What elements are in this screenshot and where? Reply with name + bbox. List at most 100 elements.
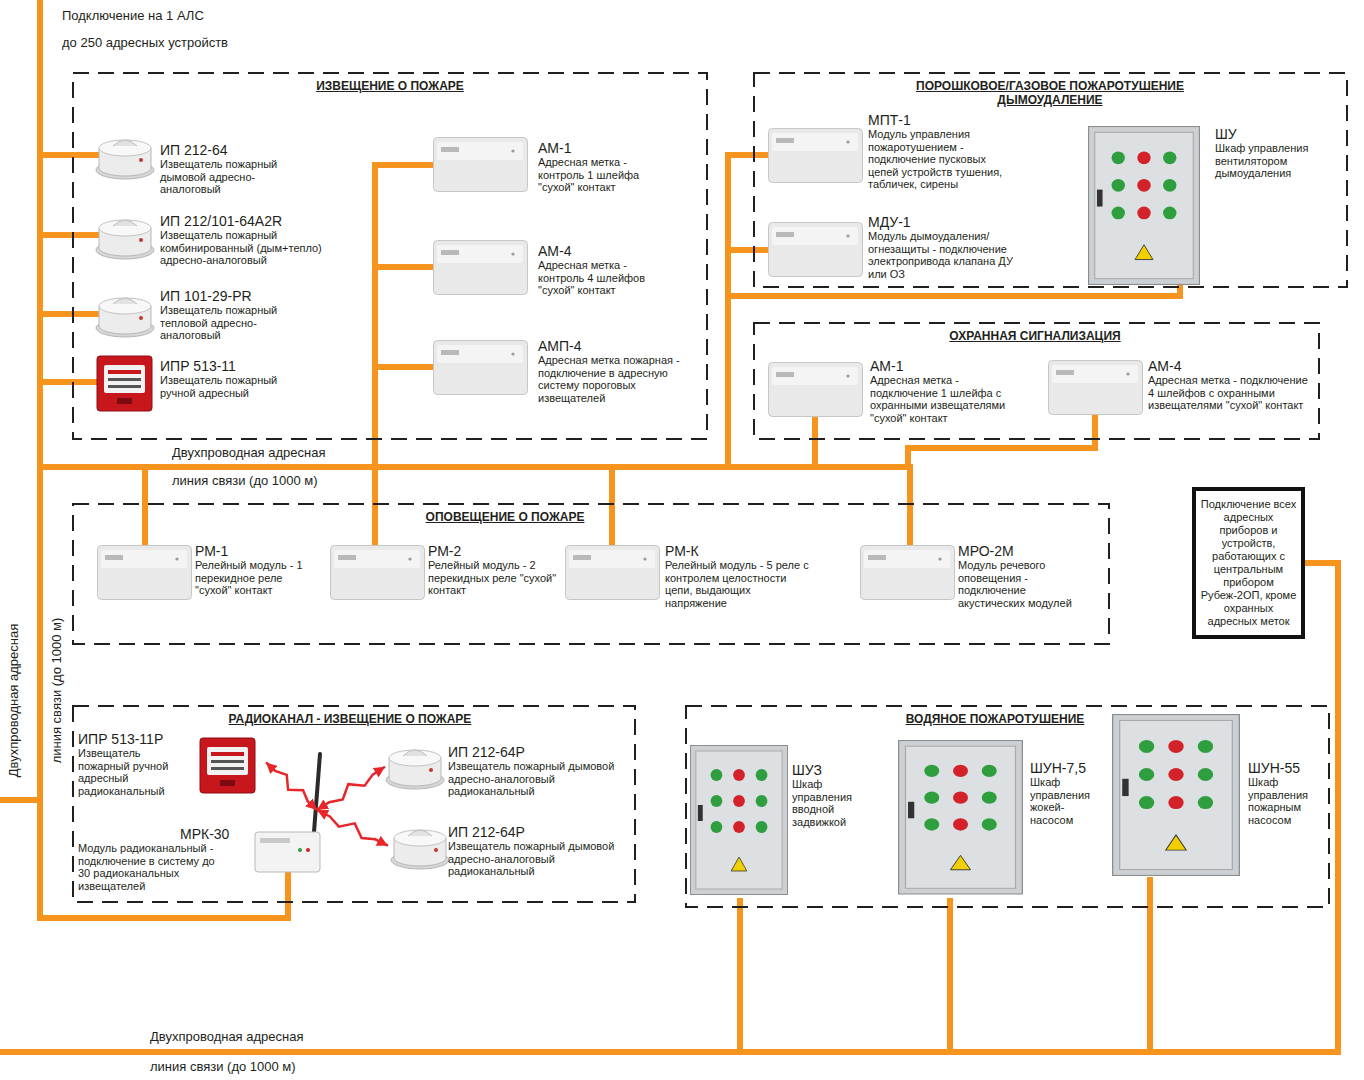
radio-link: [266, 762, 317, 810]
device-name: РМ-1: [195, 543, 228, 559]
line-label: Подключение на 1 АЛС: [62, 8, 204, 23]
radio-module-picture: [306, 848, 310, 852]
address-bus: [375, 264, 433, 270]
device-text-holder: МДУ-1Модуль дымоудаления/ огнезащиты - п…: [868, 214, 1028, 280]
label-holder: Двухпроводная адресная: [172, 445, 326, 460]
device-item: АМ-1Адресная метка - подключение 1 шлейф…: [768, 356, 1043, 434]
module-picture: [1049, 361, 1143, 415]
device-description: Извещатель пожарный дымовой адресно-анал…: [448, 840, 628, 878]
group-title: ОПОВЕЩЕНИЕ О ПОЖАРЕ: [360, 510, 650, 524]
device-description: Извещатель пожарный дымовой адресно-анал…: [448, 760, 628, 798]
address-bus: [40, 464, 910, 470]
line-label: до 250 адресных устройств: [62, 35, 228, 50]
line-label: Двухпроводная адресная: [150, 1029, 304, 1044]
device-text-holder: АМП-4Адресная метка пожарная - подключен…: [538, 338, 693, 404]
device-description: Шкаф управления пожарным насосом: [1248, 776, 1326, 826]
device-name: АМ-4: [1148, 358, 1181, 374]
device-text-holder: ИП 212/101-64A2RИзвещатель пожарный комб…: [160, 213, 335, 267]
system-group-box: ПОРОШКОВОЕ/ГАЗОВОЕ ПОЖАРОТУШЕНИЕ ДЫМОУДА…: [753, 72, 1348, 288]
device-item: РМ-КРелейный модуль - 5 реле с контролем…: [565, 541, 823, 613]
address-bus: [142, 467, 148, 545]
dashed-group-border: [685, 705, 1330, 908]
module-picture: [331, 546, 425, 600]
device-text-holder: ШУН-7,5Шкаф управления жокей-насосом: [1030, 760, 1102, 826]
device-text-holder: ШУШкаф управления вентилятором дымоудале…: [1215, 126, 1315, 180]
module-picture: [434, 341, 528, 395]
device-text-holder: ИП 212-64Извещатель пожарный дымовой адр…: [160, 142, 295, 196]
address-bus: [0, 797, 40, 803]
cabinet-picture: [690, 127, 1239, 895]
line-label: Двухпроводная адресная: [6, 623, 21, 777]
device-description: Извещатель пожарный ручной адресный: [160, 374, 295, 399]
cabinet-picture: [1089, 127, 1200, 285]
group-title-holder: ИЗВЕЩЕНИЕ О ПОЖАРЕ: [270, 79, 510, 93]
device-description: Модуль речевого оповещения - подключение…: [958, 559, 1088, 609]
group-title: ИЗВЕЩЕНИЕ О ПОЖАРЕ: [270, 79, 510, 93]
device-item: ИП 212-64РИзвещатель пожарный дымовой ад…: [385, 738, 633, 802]
module-picture: [566, 546, 660, 600]
device-item: ШУЗШкаф управления вводной задвижкой: [688, 743, 888, 898]
device-text-holder: АМ-4Адресная метка - контроль 4 шлейфов …: [538, 243, 663, 297]
device-text-holder: РМ-КРелейный модуль - 5 реле с контролем…: [665, 543, 815, 609]
address-bus: [40, 232, 99, 238]
device-item: РМ-1Релейный модуль - 1 перекидное реле …: [97, 541, 325, 609]
note-text: Подключение всех адресных приборов и уст…: [1199, 498, 1298, 628]
device-item: ИПР 513-11Извещатель пожарный ручной адр…: [95, 352, 305, 414]
group-title: ОХРАННАЯ СИГНАЛИЗАЦИЯ: [880, 329, 1190, 343]
address-bus: [40, 152, 99, 158]
line-label: линия связи (до 1000 м): [49, 617, 64, 763]
module-picture: [769, 129, 863, 183]
device-name: АМ-4: [538, 243, 571, 259]
device-description: Извещатель пожарный ручной адресный ради…: [78, 747, 183, 797]
device-text-holder: АМ-1Адресная метка - подключение 1 шлейф…: [870, 358, 1015, 424]
device-description: Извещатель пожарный тепловой адресно-ана…: [160, 304, 295, 342]
radio-module-picture: [255, 832, 320, 872]
dashed-group-border: [754, 323, 1319, 439]
device-item: АМ-4Адресная метка - подключение 4 шлейф…: [1046, 356, 1319, 434]
device-name: ИПР 513-11Р: [78, 731, 163, 747]
address-bus: [375, 364, 433, 370]
address-bus: [40, 311, 99, 317]
module-picture: [861, 546, 955, 600]
device-item: ИП 212-64РИзвещатель пожарный дымовой ад…: [388, 816, 633, 882]
device-description: Релейный модуль - 1 перекидное реле "сух…: [195, 559, 320, 597]
device-text-holder: ИП 212-64РИзвещатель пожарный дымовой ад…: [448, 824, 628, 878]
device-name: МДУ-1: [868, 214, 911, 230]
device-item: МРО-2ММодуль речевого оповещения - подкл…: [860, 541, 1105, 613]
device-text-holder: ШУЗШкаф управления вводной задвижкой: [792, 762, 872, 828]
line-label: линия связи (до 1000 м): [172, 473, 318, 488]
device-description: Модуль управления пожаротушением - подкл…: [868, 128, 1016, 191]
radio-module-picture: [298, 848, 302, 852]
device-description: Шкаф управления вентилятором дымоудалени…: [1215, 142, 1315, 180]
device-description: Адресная метка - подключение 1 шлейфа с …: [870, 374, 1015, 424]
device-description: Адресная метка - контроль 1 шлейфа "сухо…: [538, 156, 658, 194]
device-description: Адресная метка - контроль 4 шлейфов "сух…: [538, 259, 663, 297]
group-title-holder: ОПОВЕЩЕНИЕ О ПОЖАРЕ: [360, 510, 650, 524]
module-picture: [769, 363, 863, 417]
device-text-holder: ИПР 513-11РИзвещатель пожарный ручной ад…: [78, 731, 183, 797]
device-name: ШУН-55: [1248, 760, 1300, 776]
device-name: ИП 212-64Р: [448, 824, 525, 840]
device-item: ШУН-55Шкаф управления пожарным насосом: [1112, 712, 1329, 877]
device-name: ШУЗ: [792, 762, 822, 778]
device-text-holder: МРО-2ММодуль речевого оповещения - подкл…: [958, 543, 1088, 609]
module-picture: [434, 138, 528, 192]
group-title: РАДИОКАНАЛ - ИЗВЕЩЕНИЕ О ПОЖАРЕ: [190, 712, 510, 726]
device-name: ИПР 513-11: [160, 358, 236, 374]
address-bus: [375, 162, 433, 168]
device-item: АМ-4Адресная метка - контроль 4 шлейфов …: [433, 238, 703, 300]
device-description: Адресная метка - подключение 4 шлейфов с…: [1148, 374, 1316, 412]
device-item: РМ-2Релейный модуль - 2 перекидных реле …: [330, 541, 562, 609]
dashed-group-border: [73, 73, 707, 439]
detector-picture: [96, 220, 154, 259]
manual-call-point-picture: [97, 356, 152, 411]
device-description: Релейный модуль - 5 реле с контролем цел…: [665, 559, 815, 609]
cabinet-picture: [899, 741, 1023, 894]
address-bus: [372, 165, 378, 545]
device-name: РМ-2: [428, 543, 461, 559]
device-text-holder: РМ-1Релейный модуль - 1 перекидное реле …: [195, 543, 320, 597]
address-bus: [0, 0, 1180, 1052]
device-description: Шкаф управления жокей-насосом: [1030, 776, 1102, 826]
